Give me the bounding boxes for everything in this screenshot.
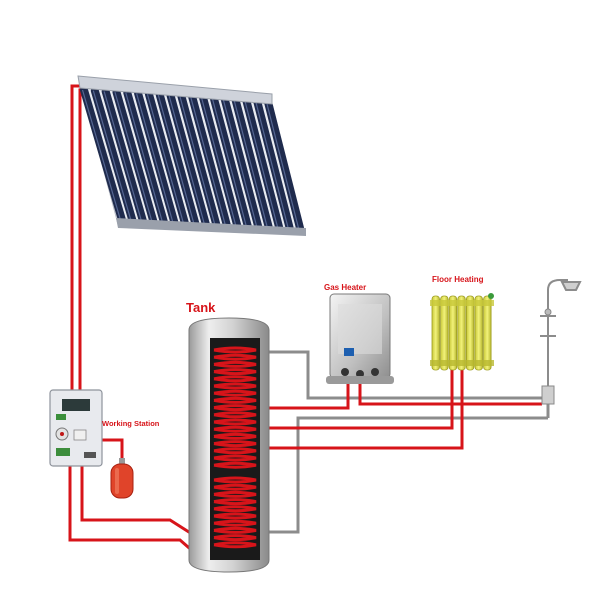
collector-tube	[264, 98, 304, 232]
collector-tube	[90, 86, 137, 225]
coil-turn	[213, 375, 257, 383]
coil-turn	[213, 498, 257, 506]
controller-display	[62, 399, 90, 411]
collector-tube	[220, 95, 263, 231]
collector-tube	[253, 97, 294, 232]
radiator-fin	[440, 295, 449, 371]
controller-indicator	[56, 414, 66, 420]
coil-turn	[213, 396, 257, 404]
hot-pipe-collector-left	[70, 84, 82, 392]
controller-pump	[73, 429, 87, 441]
label-working-station: Working Station	[102, 419, 160, 428]
collector-tubes	[80, 86, 304, 232]
coil-turn	[213, 476, 257, 484]
coil-turn	[213, 389, 257, 397]
collector-tube	[209, 94, 252, 230]
collector-tube	[123, 88, 168, 226]
gas-heater-knob-right	[371, 368, 379, 376]
coil-turn	[213, 512, 257, 520]
coil-turn	[213, 461, 257, 469]
coil-turn	[213, 541, 257, 549]
collector-tube	[188, 93, 231, 229]
cold-pipe-tank-return	[268, 416, 548, 534]
storage-tank-icon	[188, 317, 270, 573]
collector-tube	[134, 89, 179, 227]
collector-tube	[166, 91, 210, 228]
solar-collector-icon	[77, 75, 306, 236]
coil-turn	[213, 440, 257, 448]
controller-icon	[49, 389, 103, 467]
coil-turn	[213, 368, 257, 376]
coil-turn	[213, 505, 257, 513]
collector-tube	[80, 86, 126, 224]
label-tank: Tank	[186, 300, 216, 315]
collector-tube	[155, 90, 200, 228]
hot-pipe-gas-shower	[358, 382, 542, 406]
collector-tube	[242, 96, 284, 232]
coil-turn	[213, 425, 257, 433]
coil-turn	[213, 411, 257, 419]
controller-valve	[56, 448, 70, 456]
label-floor-heating: Floor Heating	[432, 275, 484, 284]
coil-turn	[213, 483, 257, 491]
coil-turn	[213, 519, 257, 527]
tank-coil-lower	[213, 476, 257, 549]
coil-turn	[213, 454, 257, 462]
collector-manifold	[77, 75, 273, 105]
hot-pipe-collector-right	[78, 88, 86, 392]
radiator-icon	[430, 293, 494, 371]
radiator-fin	[457, 295, 466, 371]
coil-turn	[213, 534, 257, 542]
collector-tube	[101, 87, 147, 225]
collector-tube	[112, 88, 158, 226]
radiator-fin	[465, 295, 475, 371]
collector-bottom-rail	[116, 218, 306, 236]
label-gas-heater: Gas Heater	[324, 283, 367, 292]
expansion-vessel-icon	[110, 458, 134, 499]
hot-pipe-tank-floor-supply	[268, 366, 454, 430]
tank-coil-upper	[213, 346, 257, 469]
coil-turn	[213, 382, 257, 390]
collector-tube	[144, 90, 189, 227]
hot-pipe-floor-return	[268, 366, 464, 450]
hot-pipe-station-tank-1	[68, 462, 197, 556]
shower-icon	[540, 279, 582, 410]
cold-pipes	[268, 350, 550, 534]
gas-heater-display	[344, 348, 354, 356]
gas-heater-icon	[326, 293, 394, 384]
collector-tube	[199, 93, 242, 230]
coil-turn	[213, 404, 257, 412]
gas-heater-knob-left	[341, 368, 349, 376]
radiator-fins	[431, 295, 492, 371]
radiator-fin	[483, 295, 492, 371]
collector-tube	[231, 95, 273, 231]
hot-pipe-station-tank-2	[80, 462, 193, 536]
coil-turn	[213, 360, 257, 368]
collector-tube	[177, 92, 221, 229]
radiator-fin	[448, 295, 458, 371]
coil-turn	[213, 526, 257, 534]
cold-pipe-tank-gas	[268, 350, 548, 400]
coil-turn	[213, 353, 257, 361]
radiator-fin	[431, 295, 440, 371]
coil-turn	[213, 432, 257, 440]
coil-turn	[213, 490, 257, 498]
hot-pipe-tank-gas	[268, 382, 350, 410]
coil-turn	[213, 418, 257, 426]
coil-turn	[213, 346, 257, 354]
coil-turn	[213, 447, 257, 455]
radiator-fin	[474, 295, 483, 371]
